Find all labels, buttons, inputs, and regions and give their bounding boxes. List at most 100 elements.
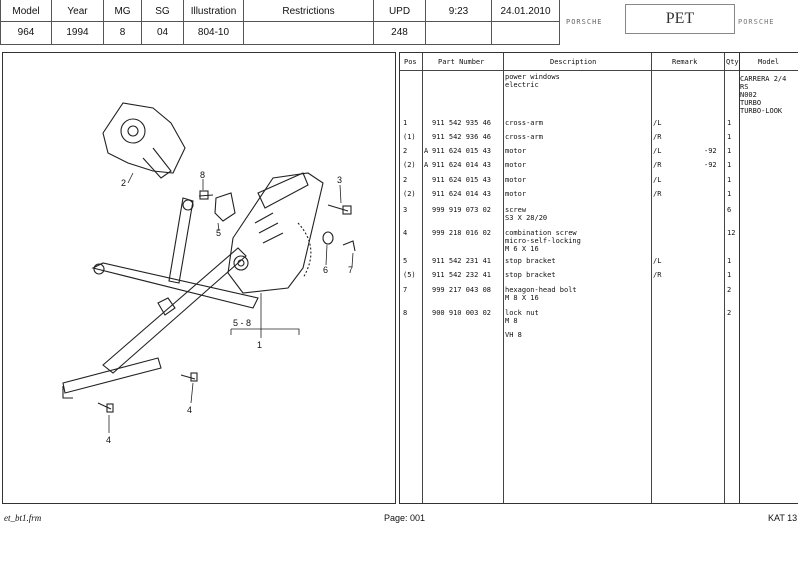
leader-4a [190, 382, 194, 404]
row-pos: (5) [403, 271, 416, 279]
sector-teeth [297, 222, 312, 279]
row-part-number: 999 218 016 02 [432, 229, 492, 237]
header-time: 9:23 [448, 6, 469, 17]
row-part-number: 999 919 073 02 [432, 206, 492, 214]
sector-pivot-center [237, 259, 245, 267]
callout-1: 1 [257, 340, 262, 350]
header-cell-restrictions: Restrictions [244, 0, 374, 44]
row-pos: 2 [403, 176, 408, 184]
header-cell-date: 24.01.2010 [492, 0, 560, 44]
row-part-number: 911 542 936 46 [432, 133, 492, 141]
row-part-number: 911 624 014 43 [432, 190, 492, 198]
header-cell-time: 9:23 [426, 0, 492, 44]
row-qty: 2 [727, 286, 732, 294]
row-part-number: 999 217 043 08 [432, 286, 492, 294]
footer-file: et_bt1.frm [4, 513, 42, 523]
header-label: Year [67, 6, 88, 17]
sector-plate [227, 172, 324, 294]
header-label: Illustration [190, 6, 237, 17]
header-divider [0, 21, 560, 22]
row-description: motor [505, 147, 527, 155]
nut-8-body [199, 190, 209, 200]
nut-8 [198, 194, 214, 197]
row-part-number: 911 624 014 43 [432, 161, 492, 169]
upper-arm [168, 197, 194, 284]
header-label: Model [12, 6, 40, 17]
header-label: Restrictions [282, 6, 335, 17]
row-description: lock nut M 8 [505, 309, 539, 325]
header-label: SG [155, 6, 170, 17]
row-part-number: 911 542 231 41 [432, 257, 492, 265]
row-description: motor [505, 190, 527, 198]
row-pos: 7 [403, 286, 408, 294]
brand-logo: PORSCHE [738, 18, 775, 26]
col-divider [651, 53, 652, 503]
illustration-panel: 2 3 8 5 6 7 4 4 1 5 - 8 [2, 52, 396, 504]
header-value: 964 [17, 27, 35, 38]
row-remark: /L [653, 147, 662, 155]
callout-5: 5 [216, 228, 221, 238]
col-divider [422, 53, 423, 503]
header-cell-upd: UPD 248 [374, 0, 426, 44]
row-description: cross-arm [505, 119, 543, 127]
row-qty: 1 [727, 119, 732, 127]
row-remark: /L [653, 119, 662, 127]
callout-6: 6 [323, 265, 328, 275]
row-part-number: 900 910 003 02 [432, 309, 492, 317]
brand-logo: PORSCHE [566, 18, 603, 26]
screw-4b [97, 402, 112, 410]
row-pos: 2 [403, 147, 408, 155]
bottom-rail [62, 357, 162, 394]
header-cell-illustration: Illustration 804-10 [184, 0, 244, 44]
row-description: screw S3 X 28/20 [505, 206, 548, 222]
motor-hub [127, 125, 139, 137]
row-description: hexagon-head bolt M 8 X 16 [505, 286, 577, 302]
rail-end [62, 386, 73, 399]
row-qty: 1 [727, 190, 732, 198]
th-model: Model [758, 58, 780, 66]
screw-4b-head [106, 403, 114, 413]
header-value: 1994 [66, 27, 89, 38]
header-cell-model: Model 964 [0, 0, 52, 44]
cross-arm-diagonal [102, 247, 247, 374]
header-divider [0, 44, 560, 45]
arm-joint [157, 297, 176, 316]
screw-3-head [342, 205, 352, 215]
motor-shape [102, 102, 186, 174]
table-header-rule [740, 70, 798, 71]
callout-4b: 4 [106, 435, 111, 445]
row-qty: 12 [727, 229, 736, 237]
row-pos: (2) [403, 161, 416, 169]
row-qty: 2 [727, 309, 732, 317]
row-pos: 1 [403, 119, 408, 127]
bracket-5-8 [230, 328, 300, 335]
header-date: 24.01.2010 [500, 6, 551, 17]
row-remark: /L [653, 176, 662, 184]
screw-3 [327, 204, 349, 212]
leader-6 [325, 244, 328, 266]
model-column: Model CARRERA 2/4 RS N002 TURBO TURBO-LO… [740, 52, 798, 504]
row-pos: 4 [403, 229, 408, 237]
row-remark-code: -92 [704, 161, 717, 169]
header-bar: Model 964 Year 1994 MG 8 SG 04 Illustrat… [0, 0, 800, 46]
row-flag: A [424, 147, 429, 155]
row-pos: 5 [403, 257, 408, 265]
row-description: VH 8 [505, 331, 522, 339]
header-value: 804-10 [197, 27, 230, 38]
th-pos: Pos [404, 58, 417, 66]
callout-4a: 4 [187, 405, 192, 415]
parts-table: Pos Part Number Description Remark Qty p… [399, 52, 740, 504]
header-label: UPD [388, 6, 411, 17]
row-description: stop bracket [505, 271, 556, 279]
th-desc: Description [550, 58, 597, 66]
screw-4a-head [190, 372, 198, 382]
row-remark-code: -92 [704, 147, 717, 155]
pivot [182, 199, 194, 211]
row-part-number: 911 542 935 46 [432, 119, 492, 127]
row-part-number: 911 624 015 43 [432, 176, 492, 184]
col-divider [724, 53, 725, 503]
header-label: MG [114, 6, 131, 17]
row-pos: (1) [403, 133, 416, 141]
th-part: Part Number [438, 58, 485, 66]
row-description: motor [505, 176, 527, 184]
